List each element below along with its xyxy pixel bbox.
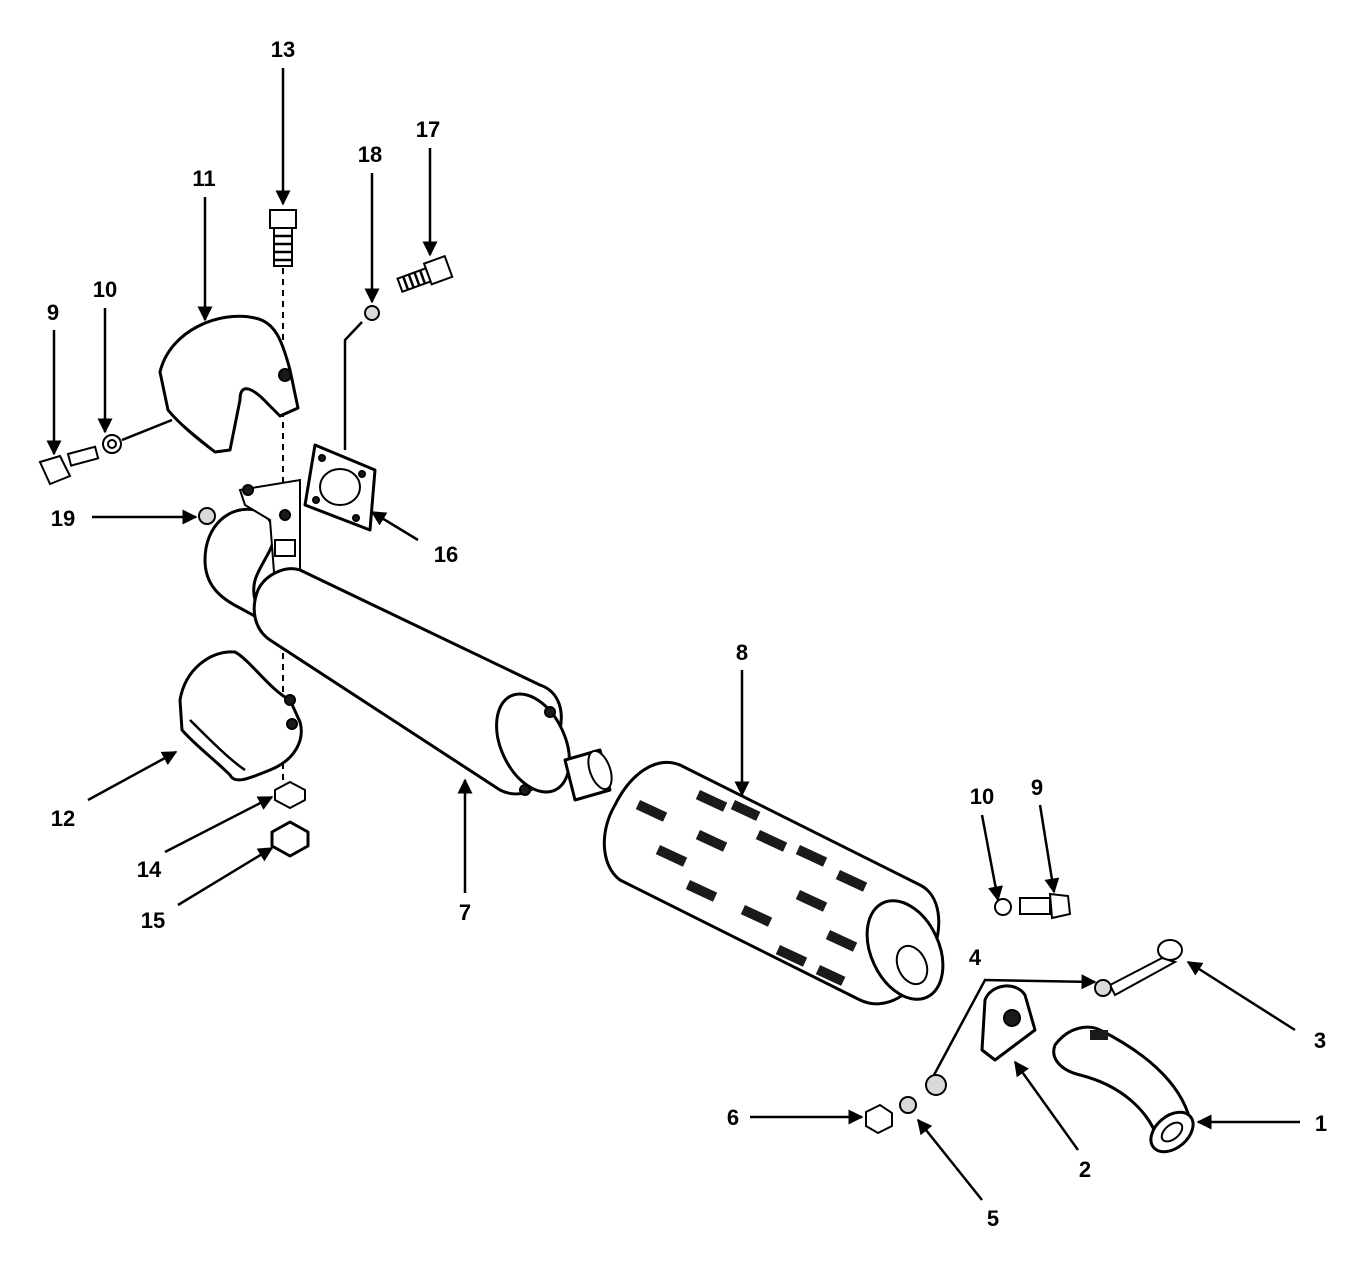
exhaust-pipe-1 xyxy=(1052,1025,1195,1154)
bolt-9-right xyxy=(1019,892,1072,920)
callout-labels: 13 17 18 11 9 10 19 16 8 12 14 15 7 10 9… xyxy=(47,37,1327,1231)
nut-14 xyxy=(274,780,306,810)
nut-4 xyxy=(925,1074,947,1096)
callout-17: 17 xyxy=(416,117,440,142)
leader-lines xyxy=(46,68,1300,1201)
washer-18 xyxy=(364,305,380,321)
nut-6 xyxy=(865,1103,893,1135)
callout-14: 14 xyxy=(137,857,162,882)
callout-2: 2 xyxy=(1079,1157,1091,1182)
muffler-elbow xyxy=(203,478,301,622)
callout-8: 8 xyxy=(736,640,748,665)
callout-12: 12 xyxy=(51,806,75,831)
clamp-lower-12 xyxy=(178,650,303,782)
callout-15: 15 xyxy=(141,908,165,933)
nut-19 xyxy=(198,507,216,525)
callout-13: 13 xyxy=(271,37,295,62)
guard-8 xyxy=(602,760,945,1006)
bolt-9-left xyxy=(38,445,100,486)
assembly-line-18 xyxy=(343,321,363,450)
callout-10-left: 10 xyxy=(93,277,117,302)
callout-11: 11 xyxy=(192,166,215,191)
washer-5 xyxy=(899,1096,917,1114)
callout-9-left: 9 xyxy=(47,300,59,325)
gasket-16 xyxy=(303,443,377,532)
callout-4: 4 xyxy=(969,945,982,970)
bolt-13 xyxy=(269,209,297,267)
washer-10-right xyxy=(994,898,1012,916)
callout-9-right: 9 xyxy=(1031,775,1043,800)
bolt-17 xyxy=(396,254,454,294)
callout-19: 19 xyxy=(51,506,75,531)
muffler-7 xyxy=(252,567,613,802)
callout-18: 18 xyxy=(358,142,382,167)
bolt-3 xyxy=(1094,939,1183,997)
callout-10-right: 10 xyxy=(970,784,994,809)
bracket-2 xyxy=(980,984,1037,1062)
clamp-upper-11 xyxy=(158,314,300,454)
callout-6: 6 xyxy=(727,1105,739,1130)
callout-1: 1 xyxy=(1315,1111,1327,1136)
nut-15 xyxy=(270,820,310,858)
callout-3: 3 xyxy=(1314,1028,1326,1053)
callout-16: 16 xyxy=(434,542,458,567)
callout-7: 7 xyxy=(459,900,471,925)
callout-5: 5 xyxy=(987,1206,999,1231)
